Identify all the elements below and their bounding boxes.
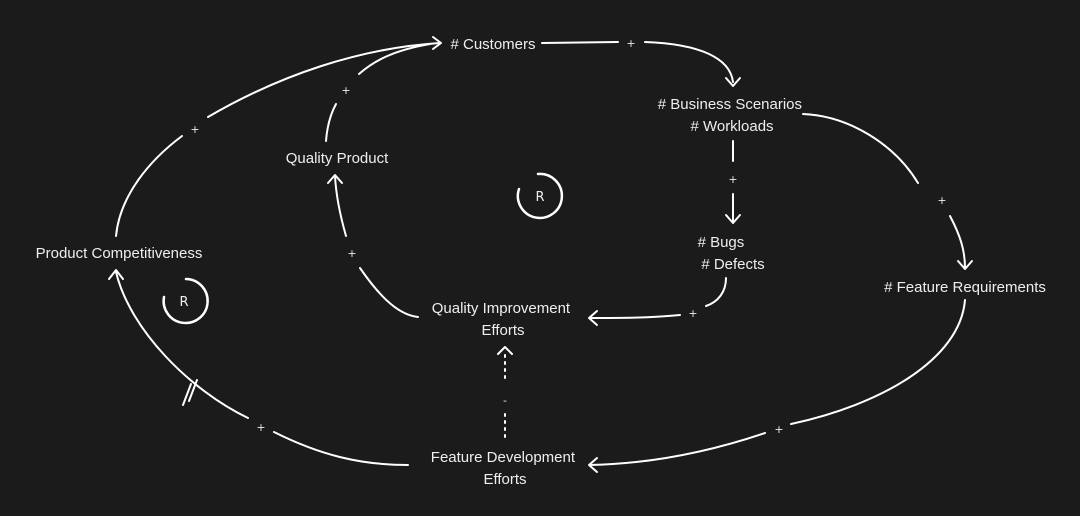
link-feature-req-to-feature-dev: +: [588, 299, 966, 473]
node-quality-improvement-line2: Efforts: [481, 322, 524, 339]
node-feature-development-line2: Efforts: [483, 471, 526, 488]
reinforcing-loop-inner: R: [516, 172, 564, 220]
node-quality-improvement: Quality Improvement Efforts: [432, 300, 575, 339]
node-business-scenarios: # Business Scenarios # Workloads: [658, 96, 806, 135]
polarity-label: -: [503, 394, 507, 407]
loop-label: R: [179, 295, 188, 310]
polarity-label: +: [937, 194, 946, 207]
loop-label: R: [535, 190, 544, 205]
polarity-label: +: [774, 423, 783, 436]
node-customers: # Customers: [450, 36, 535, 53]
link-quality-improvement-to-quality-product: +: [327, 174, 419, 318]
polarity-label: +: [341, 84, 350, 97]
link-business-to-feature-req: +: [802, 113, 973, 270]
node-business-line1: # Business Scenarios: [658, 96, 802, 113]
node-bugs-defects: # Bugs # Defects: [698, 234, 765, 273]
reinforcing-loop-outer: R: [162, 277, 209, 325]
node-quality-improvement-line1: Quality Improvement: [432, 300, 571, 317]
node-product-competitiveness: Product Competitiveness: [36, 245, 203, 262]
polarity-label: +: [728, 173, 737, 186]
link-business-to-bugs: +: [725, 140, 741, 224]
link-bugs-to-quality-improvement: +: [588, 277, 727, 326]
polarity-label: +: [347, 247, 356, 260]
polarity-label: +: [190, 123, 199, 136]
loop-arrow-icon: [162, 277, 209, 325]
node-bugs-line1: # Bugs: [698, 234, 745, 251]
loop-arrow-icon: [516, 172, 564, 220]
delay-mark: [182, 379, 198, 406]
link-feature-dev-to-quality-improvement: -: [497, 346, 513, 438]
polarity-label: +: [688, 307, 697, 320]
polarity-label: +: [626, 37, 635, 50]
node-feature-development-line1: Feature Development: [431, 449, 576, 466]
link-competitiveness-to-customers: +: [115, 36, 442, 237]
link-customers-to-business: +: [541, 37, 741, 87]
link-quality-product-to-customers: +: [325, 43, 431, 142]
link-feature-dev-to-competitiveness: +: [108, 269, 409, 466]
node-feature-requirements: # Feature Requirements: [884, 279, 1046, 296]
node-business-line2: # Workloads: [690, 118, 773, 135]
node-quality-product: Quality Product: [286, 150, 389, 167]
polarity-label: +: [256, 421, 265, 434]
node-feature-development: Feature Development Efforts: [431, 449, 579, 488]
node-bugs-line2: # Defects: [701, 256, 764, 273]
